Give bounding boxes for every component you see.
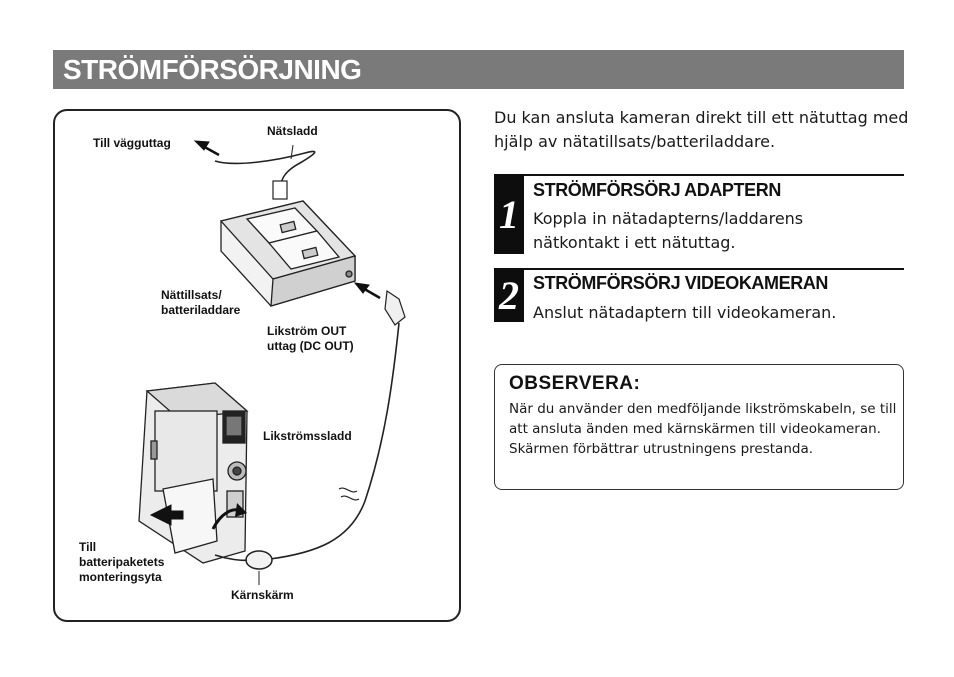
connection-illustration <box>138 140 406 585</box>
step-2-number: 2 <box>494 268 524 322</box>
step-1-text: Koppla in nätadapterns/laddarens nätkont… <box>533 209 804 252</box>
note-box: OBSERVERA: När du använder den medföljan… <box>494 364 904 490</box>
step-1-rule <box>524 174 904 176</box>
power-cord-line <box>214 150 316 196</box>
note-text: När du använder den medföljande likström… <box>509 401 897 457</box>
core-filter-shape <box>245 550 273 570</box>
adapter-label: Nättillsats/ batteriladdare <box>161 288 241 317</box>
dc-cord-label: Likströmssladd <box>263 429 352 443</box>
wall-outlet-label: Till vägguttag <box>93 136 171 150</box>
step-1-number: 1 <box>494 174 524 254</box>
camcorder-body <box>138 382 249 564</box>
step-2-text: Anslut nätadaptern till videokameran. <box>533 303 837 322</box>
step-1-title: STRÖMFÖRSÖRJ ADAPTERN <box>533 180 781 200</box>
wall-outlet-arrow <box>193 140 220 157</box>
battery-mount-label: Till batteripaketets monteringsyta <box>79 540 165 584</box>
dc-cord-line <box>269 322 400 560</box>
step-2-rule <box>524 268 904 270</box>
note-title: OBSERVERA: <box>509 373 641 394</box>
dc-out-arrow <box>353 282 381 300</box>
adapter-body <box>219 200 357 307</box>
power-cord-label: Nätsladd <box>267 124 318 138</box>
page-title: STRÖMFÖRSÖRJNING <box>53 50 904 89</box>
step-2-title: STRÖMFÖRSÖRJ VIDEOKAMERAN <box>533 273 829 293</box>
intro-text: Du kan ansluta kameran direkt till ett n… <box>494 108 909 151</box>
connection-diagram: Till vägguttag Nätsladd Nättillsats/ bat… <box>53 109 461 622</box>
core-filter-label: Kärnskärm <box>231 588 294 602</box>
dc-out-label: Likström OUT uttag (DC OUT) <box>267 324 354 353</box>
battery-insert-arrow <box>149 504 184 526</box>
